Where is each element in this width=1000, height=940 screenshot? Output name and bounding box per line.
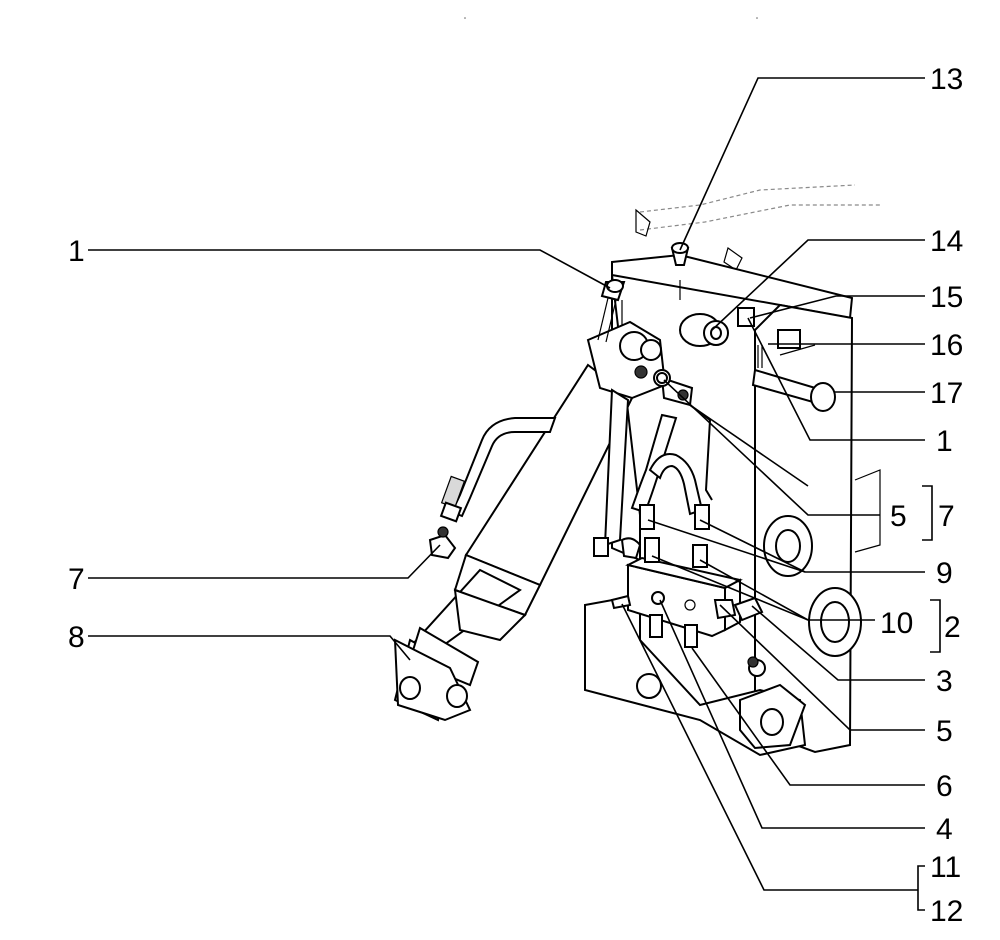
callout-17: 17 — [930, 377, 963, 410]
callout-1-right: 1 — [936, 425, 953, 458]
lower-bracket — [584, 593, 807, 757]
callout-labels: 13 14 15 16 17 1 5 7 9 10 2 3 5 6 4 11 1… — [68, 63, 963, 928]
speck — [756, 17, 758, 19]
callout-12: 12 — [930, 895, 963, 928]
callout-4: 4 — [936, 813, 953, 846]
hydraulic-hoses-center — [593, 369, 713, 557]
speck — [464, 17, 466, 19]
callout-7-right: 7 — [938, 500, 955, 533]
hydraulic-hose-left — [428, 417, 557, 560]
callout-6: 6 — [936, 770, 953, 803]
callout-10: 10 — [880, 607, 913, 640]
callout-7-left: 7 — [68, 563, 85, 596]
callout-14: 14 — [930, 225, 963, 258]
callout-8: 8 — [68, 621, 85, 654]
callout-5-lower: 5 — [936, 715, 953, 748]
hydraulic-cylinder — [393, 320, 667, 722]
valve-block — [610, 537, 764, 648]
callout-11: 11 — [930, 851, 961, 884]
mounting-plate — [611, 253, 881, 754]
callout-2: 2 — [944, 611, 961, 644]
callout-5-upper: 5 — [890, 500, 907, 533]
callout-3: 3 — [936, 665, 953, 698]
callout-9: 9 — [936, 557, 953, 590]
callout-15: 15 — [930, 281, 963, 314]
fittings-upper — [597, 242, 836, 412]
callout-13: 13 — [930, 63, 963, 96]
leader-lines — [88, 77, 941, 911]
callout-16: 16 — [930, 329, 963, 362]
callout-1-left: 1 — [68, 235, 85, 268]
